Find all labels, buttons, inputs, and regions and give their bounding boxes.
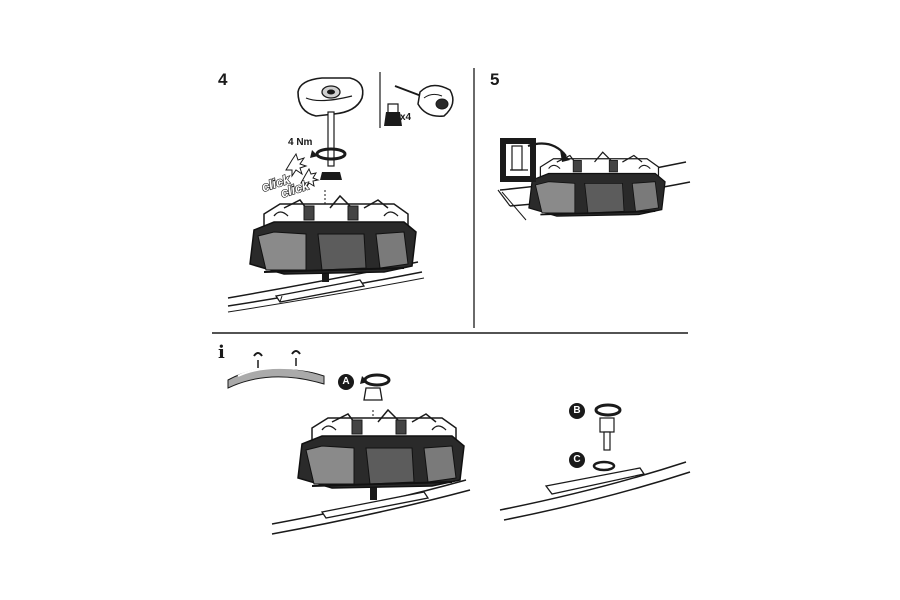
info-mark: i: [218, 342, 225, 363]
step4-illustration: [227, 77, 454, 313]
torque-label: 4 Nm: [288, 137, 313, 148]
info-illustration: [227, 350, 691, 535]
step5-illustration: [497, 138, 691, 221]
step-4-number: 4: [218, 70, 228, 89]
step-5-number: 5: [490, 70, 500, 89]
badge-b: B: [569, 403, 585, 419]
badge-c: C: [569, 452, 585, 468]
badge-a: A: [338, 374, 354, 390]
quantity-label: x4: [400, 112, 412, 123]
